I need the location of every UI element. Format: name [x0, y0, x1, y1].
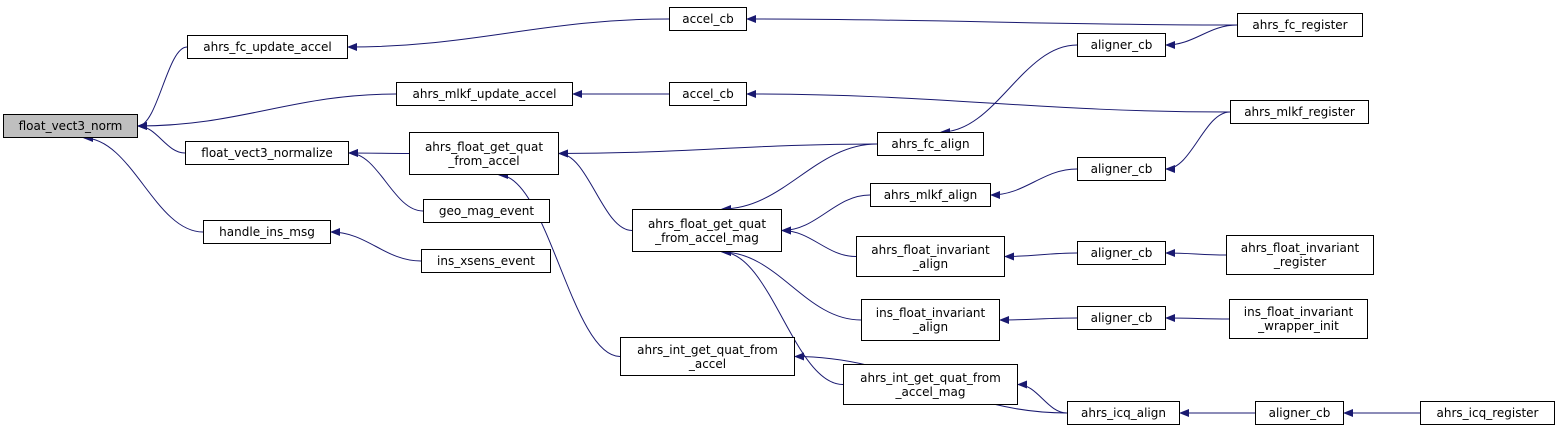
node-ahrs-int-get-quat-from-accel-mag[interactable]: ahrs_int_get_quat_from _accel_mag — [843, 364, 1018, 405]
node-geo-mag-event[interactable]: geo_mag_event — [423, 199, 550, 223]
edge-mlkf_register-to-aligner2 — [1165, 111, 1231, 173]
edge-ins_finv_align-to-quat_accel_mag — [721, 248, 862, 321]
node-ahrs-int-get-quat-from-accel[interactable]: ahrs_int_get_quat_from _accel — [620, 337, 795, 376]
node-ahrs-icq-align[interactable]: ahrs_icq_align — [1067, 401, 1180, 425]
edge-xsens-to-ins_msg — [330, 228, 422, 262]
edge-mlkf_upd-to-root — [137, 93, 397, 130]
node-ahrs-mlkf-update-accel[interactable]: ahrs_mlkf_update_accel — [396, 82, 573, 106]
edge-ins_finv_wrapper-to-aligner4 — [1165, 314, 1230, 323]
edge-int_quat_accel-to-quat_accel — [498, 171, 621, 357]
node-aligner-cb[interactable]: aligner_cb — [1077, 241, 1166, 265]
edge-quat_accel-to-normalize — [348, 149, 410, 158]
node-ahrs-mlkf-align[interactable]: ahrs_mlkf_align — [870, 183, 991, 207]
edge-fc_align-to-quat_accel — [558, 143, 878, 158]
edge-fc_register-to-aligner1 — [1165, 24, 1238, 49]
edge-mlkf_align-to-quat_accel_mag — [781, 194, 871, 235]
edge-aligner4-to-ins_finv_align — [999, 315, 1078, 324]
node-ahrs-float-invariant-align[interactable]: ahrs_float_invariant _align — [856, 236, 1005, 277]
node-accel-cb[interactable]: accel_cb — [669, 82, 747, 106]
node-ins-xsens-event[interactable]: ins_xsens_event — [421, 249, 551, 273]
edge-aligner2-to-mlkf_align — [990, 168, 1078, 199]
node-aligner-cb[interactable]: aligner_cb — [1255, 401, 1344, 425]
node-ahrs-float-invariant-register[interactable]: ahrs_float_invariant _register — [1226, 235, 1374, 275]
edge-normalize-to-root — [137, 122, 186, 154]
node-ahrs-fc-register[interactable]: ahrs_fc_register — [1237, 13, 1363, 37]
node-ahrs-mlkf-register[interactable]: ahrs_mlkf_register — [1230, 100, 1369, 124]
edge-finv_align-to-quat_accel_mag — [781, 226, 857, 257]
node-ins-float-invariant-wrapper-init[interactable]: ins_float_invariant _wrapper_init — [1229, 299, 1368, 339]
node-ahrs-icq-register[interactable]: ahrs_icq_register — [1420, 401, 1555, 425]
edge-aligner3-to-finv_align — [1004, 252, 1078, 261]
node-handle-ins-msg[interactable]: handle_ins_msg — [203, 220, 331, 244]
node-float-vect3-normalize[interactable]: float_vect3_normalize — [185, 141, 349, 165]
edge-quat_accel_mag-to-quat_accel — [558, 149, 633, 231]
node-aligner-cb[interactable]: aligner_cb — [1077, 306, 1166, 330]
edge-fc_align-to-quat_accel_mag — [721, 143, 878, 213]
edge-fc_upd-to-root — [137, 46, 188, 130]
edge-aligner1-to-fc_align — [940, 44, 1078, 136]
edge-icq_align-to-int_quat_accel_mag — [1017, 380, 1068, 414]
node-ahrs-fc-align[interactable]: ahrs_fc_align — [877, 132, 984, 156]
node-ahrs-float-get-quat-from-accel[interactable]: ahrs_float_get_quat _from_accel — [409, 132, 559, 175]
edge-int_quat_accel_mag-to-quat_accel_mag — [721, 248, 844, 385]
node-accel-cb[interactable]: accel_cb — [669, 7, 747, 31]
edge-accel_cb1-to-fc_upd — [347, 18, 670, 51]
node-ahrs-float-get-quat-from-accel-mag[interactable]: ahrs_float_get_quat _from_accel_mag — [632, 209, 782, 252]
node-ahrs-fc-update-accel[interactable]: ahrs_fc_update_accel — [187, 35, 348, 59]
edge-geo_mag-to-normalize — [348, 149, 424, 212]
edge-finv_register-to-aligner3 — [1165, 249, 1227, 258]
node-aligner-cb[interactable]: aligner_cb — [1077, 33, 1166, 57]
node-aligner-cb[interactable]: aligner_cb — [1077, 157, 1166, 181]
node-ins-float-invariant-align[interactable]: ins_float_invariant _align — [861, 299, 1000, 341]
node-float-vect3-norm: float_vect3_norm — [3, 114, 138, 138]
edge-ins_msg-to-root — [83, 134, 204, 233]
edge-mlkf_register-to-accel_cb2 — [746, 90, 1231, 113]
edge-fc_register-to-accel_cb1 — [746, 15, 1238, 26]
